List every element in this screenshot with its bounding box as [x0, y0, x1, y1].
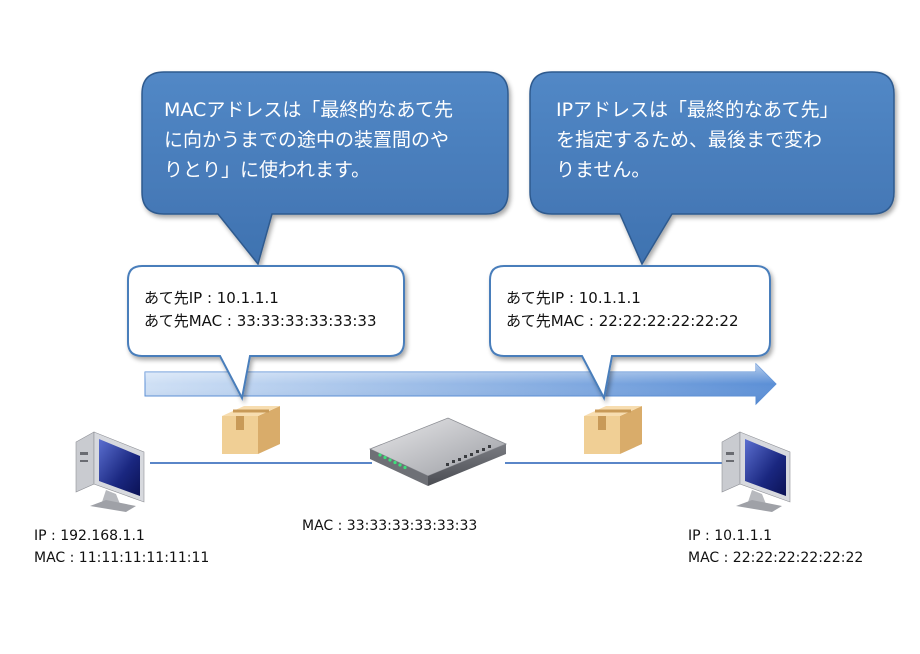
- source-node-label: IP : 192.168.1.1 MAC : 11:11:11:11:11:11: [34, 528, 210, 566]
- ip-callout-bubble: [529, 71, 895, 266]
- router-node-label: MAC : 33:33:33:33:33:33: [302, 518, 478, 534]
- packet-label-right-text: あて先IP : 10.1.1.1 あて先MAC : 22:22:22:22:22…: [506, 289, 739, 330]
- source-computer-icon: [75, 431, 145, 512]
- packet-box-icon-left: [222, 406, 280, 454]
- ip-callout-text: IPアドレスは「最終的なあて先」 を指定するため、最後まで変わ りません。: [556, 99, 839, 181]
- flow-arrow: [144, 362, 777, 406]
- destination-computer-icon: [721, 431, 791, 512]
- packet-box-icon-right: [584, 406, 642, 454]
- packet-label-left-text: あて先IP : 10.1.1.1 あて先MAC : 33:33:33:33:33…: [144, 289, 377, 330]
- packet-label-box-left: [127, 265, 405, 402]
- packet-label-box-right: [489, 265, 771, 402]
- destination-node-label: IP : 10.1.1.1 MAC : 22:22:22:22:22:22: [688, 528, 864, 566]
- mac-callout-bubble: [141, 71, 509, 266]
- mac-callout-text: MACアドレスは「最終的なあて先 に向かうまでの途中の装置間のや りとり」に使わ…: [164, 99, 453, 181]
- router-icon: [368, 417, 508, 486]
